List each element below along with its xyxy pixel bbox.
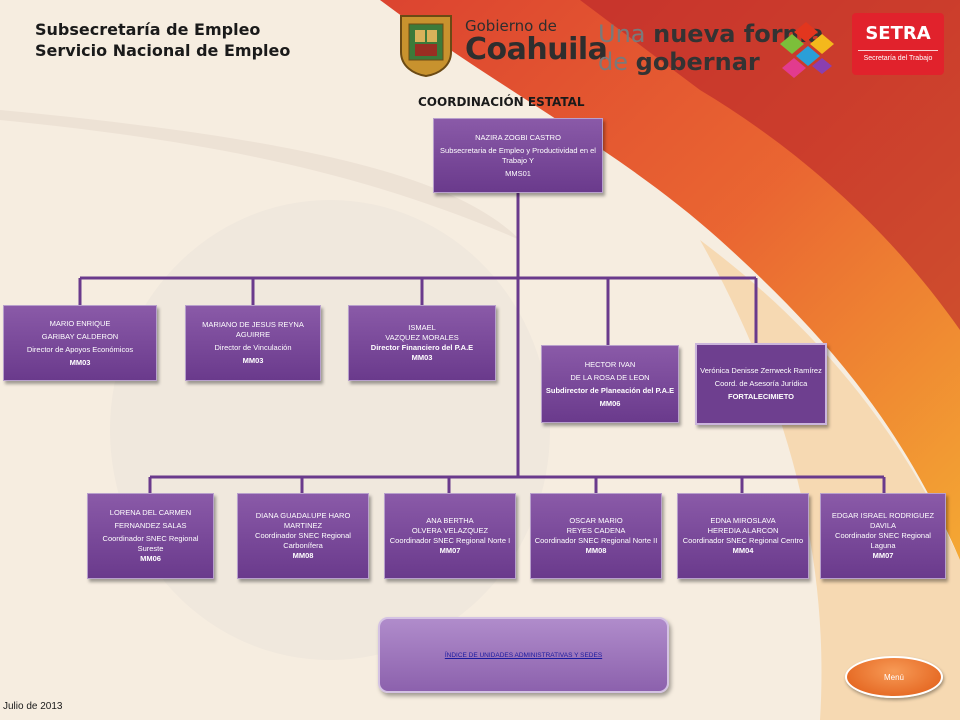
person-name-1: HECTOR IVAN [584,359,636,369]
slogan-word-4: gobernar [635,48,760,76]
person-role: Coordinador SNEC Regional Norte II [534,536,658,545]
person-level: MM07 [439,546,461,555]
person-name-1: MARIANO DE JESUS REYNA AGUIRRE [202,320,304,339]
person-name-1: EDGAR ISRAEL RODRIGUEZ [831,511,935,520]
slogan-word-1: Una [598,20,654,48]
org-box-carbonifera[interactable]: DIANA GUADALUPE HARO MARTINEZ Coordinado… [237,493,369,579]
org-box-vinculacion[interactable]: MARIANO DE JESUS REYNA AGUIRRE Director … [185,305,321,381]
person-role: Subsecretaria de Empleo y Productividad … [440,145,596,165]
header-line-1: Subsecretaría de Empleo [35,20,261,39]
person-name-2: OLVERA VELAZQUEZ [411,526,489,535]
setra-logo: SETRA Secretaría del Trabajo [852,13,944,75]
person-name-1: Verónica Denisse Zerrweck Ramírez [700,366,822,375]
person-level: MM03 [69,357,91,367]
gobierno-coahuila-logo: Gobierno de Coahuila [465,17,608,67]
coat-of-arms-logo [400,15,452,78]
person-role: Subdirector de Planeación del P.A.E [545,385,675,395]
person-level: MM06 [140,554,161,563]
person-level: MM08 [292,551,314,560]
org-box-financiero[interactable]: ISMAEL VAZQUEZ MORALES Director Financie… [348,305,496,381]
person-name-2: GARIBAY CALDERON [41,331,119,341]
setra-name: SETRA [865,23,931,44]
person-role: Coord. de Asesoría Jurídica [714,379,808,388]
person-level: FORTALECIMIETO [728,392,794,401]
footer-date: Julio de 2013 [3,701,63,712]
person-role: Coordinador SNEC Regional Laguna [835,531,931,550]
person-level: MM03 [411,353,433,362]
person-level: MM06 [599,398,621,408]
menu-button[interactable]: Menú [845,656,943,698]
person-role: Director de Vinculación [214,343,292,352]
person-role: Coordinador SNEC Regional Carbonífera [255,531,351,550]
person-name-1: MARIO ENRIQUE [49,318,111,328]
person-name-2: VAZQUEZ MORALES [385,333,459,342]
header-line-2: Servicio Nacional de Empleo [35,41,291,60]
person-name: NAZIRA ZOGBI CASTRO [475,132,561,142]
org-box-planeacion[interactable]: HECTOR IVAN DE LA ROSA DE LEON Subdirect… [541,345,679,423]
index-button[interactable]: ÍNDICE DE UNIDADES ADMINISTRATIVAS Y SED… [378,617,669,693]
slogan: Una nueva forma de gobernar [598,20,824,76]
person-name-2: REYES CADENA [566,526,626,535]
person-level: MM04 [732,546,754,555]
org-box-laguna[interactable]: EDGAR ISRAEL RODRIGUEZ DAVILA Coordinado… [820,493,946,579]
person-name-1: DIANA GUADALUPE HARO MARTINEZ [255,511,351,530]
person-level: MM03 [242,356,264,365]
person-name-1: ISMAEL [408,323,436,332]
person-name-2: FERNANDEZ SALAS [114,521,187,530]
person-name-2: DE LA ROSA DE LEON [570,372,650,382]
person-level: MM07 [872,551,894,560]
person-name-2: DAVILA [869,521,897,530]
person-name-1: ANA BERTHA [426,516,474,525]
coahuila-label: Coahuila [465,32,608,67]
person-role: Coordinador SNEC Regional Centro [682,536,804,545]
org-box-norte-2[interactable]: OSCAR MARIO REYES CADENA Coordinador SNE… [530,493,662,579]
org-box-apoyos-economicos[interactable]: MARIO ENRIQUE GARIBAY CALDERON Director … [3,305,157,381]
setra-subtitle: Secretaría del Trabajo [863,55,933,62]
section-title: COORDINACIÓN ESTATAL [418,95,585,109]
person-role: Director Financiero del P.A.E [370,343,474,352]
colorful-diamonds-icon [780,22,834,78]
person-name-1: EDNA MIROSLAVA [710,516,776,525]
org-box-norte-1[interactable]: ANA BERTHA OLVERA VELAZQUEZ Coordinador … [384,493,516,579]
org-box-asesoria-juridica[interactable]: Verónica Denisse Zerrweck Ramírez Coord.… [695,343,827,425]
person-level: MMS01 [505,168,531,178]
person-name-1: LORENA DEL CARMEN [109,508,192,517]
org-box-sureste[interactable]: LORENA DEL CARMEN FERNANDEZ SALAS Coordi… [87,493,214,579]
person-role: Coordinador SNEC Regional Norte I [389,536,511,545]
org-box-head[interactable]: NAZIRA ZOGBI CASTRO Subsecretaria de Emp… [433,118,603,193]
slogan-word-3: de [598,48,636,76]
person-name-1: OSCAR MARIO [569,516,623,525]
org-box-centro[interactable]: EDNA MIROSLAVA HEREDIA ALARCON Coordinad… [677,493,809,579]
person-role: Director de Apoyos Económicos [26,344,134,354]
person-name-2: HEREDIA ALARCON [707,526,779,535]
gobierno-label: Gobierno de [465,17,557,35]
person-level: MM08 [585,546,607,555]
index-link[interactable]: ÍNDICE DE UNIDADES ADMINISTRATIVAS Y SED… [444,651,603,659]
person-role: Coordinador SNEC Regional Sureste [102,534,199,553]
header-title: Subsecretaría de Empleo Servicio Naciona… [35,19,290,61]
